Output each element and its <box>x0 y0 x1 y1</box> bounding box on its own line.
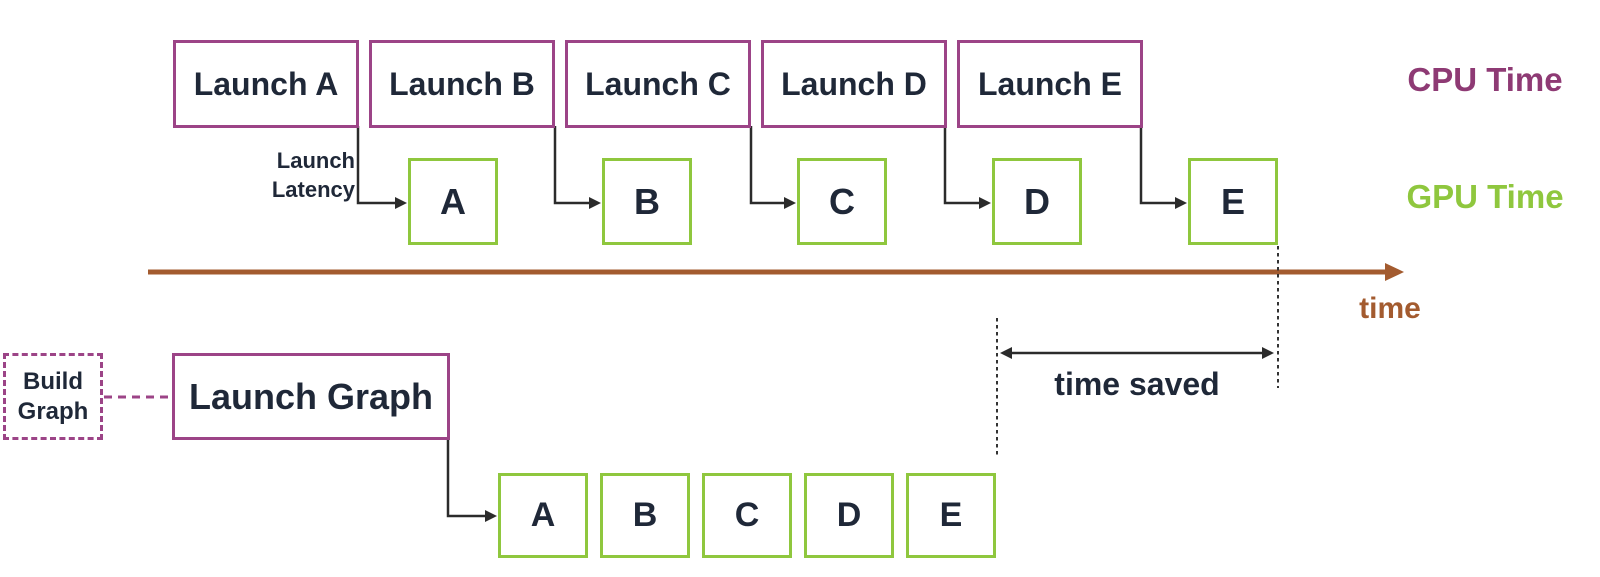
cpu-time-legend: CPU Time <box>1407 61 1563 98</box>
graph-gpu-box-d: D <box>804 473 894 558</box>
cpu-launch-box-c: Launch C <box>565 40 751 128</box>
gpu-box-e: E <box>1188 158 1278 245</box>
launch-to-gpu-connectors <box>356 126 1176 518</box>
launch-latency-line2: Latency <box>271 177 355 203</box>
graph-gpu-box-c: C <box>702 473 792 558</box>
cpu-launch-box-d: Launch D <box>761 40 947 128</box>
time-axis-arrow <box>148 263 1404 281</box>
launch-latency-line1: Launch <box>276 148 355 173</box>
cpu-launch-box-b: Launch B <box>369 40 555 128</box>
gpu-time-legend: GPU Time <box>1406 178 1564 215</box>
connector-b <box>553 126 590 205</box>
time-saved-label: time saved <box>1054 366 1220 402</box>
time-saved-arrow <box>1000 347 1274 359</box>
connector-d <box>943 126 980 205</box>
connector-graph <box>446 438 486 518</box>
build-graph-box: Build Graph <box>3 353 103 440</box>
gpu-box-b: B <box>602 158 692 245</box>
launch-latency-label: Launch Latency <box>215 146 355 204</box>
gpu-box-a: A <box>408 158 498 245</box>
launch-graph-box: Launch Graph <box>172 353 450 440</box>
time-saved-guides <box>996 246 1279 455</box>
time-axis-label: time <box>1359 292 1421 325</box>
build-graph-line2: Graph <box>17 397 89 425</box>
gpu-box-d: D <box>992 158 1082 245</box>
connector-c <box>749 126 785 205</box>
build-graph-line1: Build <box>23 368 83 396</box>
connector-arrowheads <box>395 197 1187 522</box>
connector-a <box>356 126 396 205</box>
graph-gpu-box-b: B <box>600 473 690 558</box>
graph-gpu-box-a: A <box>498 473 588 558</box>
cpu-launch-box-e: Launch E <box>957 40 1143 128</box>
graph-gpu-box-e: E <box>906 473 996 558</box>
gpu-box-c: C <box>797 158 887 245</box>
cpu-launch-box-a: Launch A <box>173 40 359 128</box>
connector-e <box>1139 126 1176 205</box>
